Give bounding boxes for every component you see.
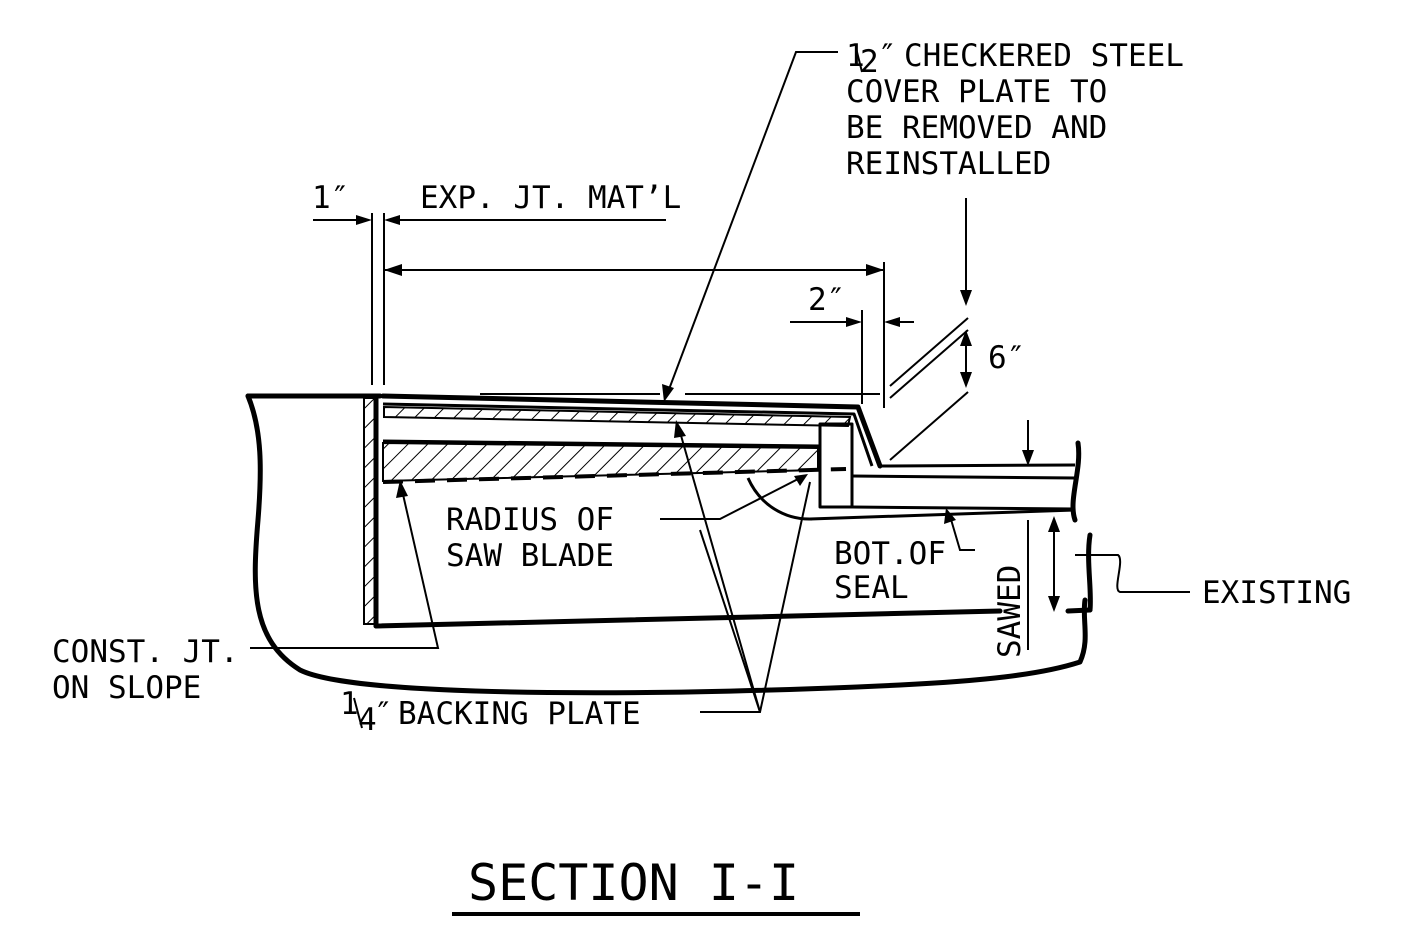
seal-block — [809, 422, 1076, 521]
svg-text:1: 1 — [340, 686, 359, 722]
cover-plate-line-1: CHECKERED STEEL — [904, 38, 1184, 74]
sawed-label: SAWED — [992, 565, 1028, 658]
cover-plate-line-3: BE REMOVED AND — [846, 110, 1107, 146]
backing-plate-leaders — [674, 420, 811, 713]
cover-plate-leader — [662, 51, 838, 402]
section-title: SECTION I-I — [452, 854, 860, 916]
existing-break — [1070, 440, 1190, 613]
bot-seal-label-2: SEAL — [834, 570, 909, 606]
six-inch-label: 6″ — [988, 340, 1025, 376]
const-jt-label-2: ON SLOPE — [52, 670, 201, 706]
dim-sawed — [1022, 420, 1060, 650]
cover-plate-line-4: REINSTALLED — [846, 146, 1051, 182]
const-joint-strip — [363, 397, 377, 625]
dim-overall — [384, 262, 885, 408]
exp-jt-label: EXP. JT. MAT’L — [420, 180, 681, 216]
svg-text:″: ″ — [878, 38, 897, 74]
svg-text:″: ″ — [374, 696, 393, 732]
const-jt-leader — [250, 480, 440, 649]
dim-1-inch — [313, 213, 666, 385]
dim-2-inch — [790, 310, 914, 404]
const-jt-label-1: CONST. JT. — [52, 634, 239, 670]
cover-plate — [380, 393, 1076, 469]
saw-blade-arc — [660, 474, 813, 521]
svg-text:2: 2 — [860, 44, 879, 80]
svg-text:BACKING PLATE: BACKING PLATE — [398, 696, 641, 732]
svg-text:SECTION I-I: SECTION I-I — [468, 854, 799, 912]
dim-6-inch — [889, 198, 972, 461]
backing-plate-label: 1 4 ″ BACKING PLATE — [340, 686, 641, 738]
existing-label: EXISTING — [1202, 575, 1351, 611]
cover-plate-line-2: COVER PLATE TO — [846, 74, 1107, 110]
radius-label-1: RADIUS OF — [446, 502, 614, 538]
two-inch-label: 2″ — [808, 282, 845, 318]
bot-seal-label-1: BOT.OF — [834, 536, 946, 572]
one-inch-label: 1″ — [312, 180, 349, 216]
svg-text:4: 4 — [358, 702, 377, 738]
backing-plate — [382, 439, 847, 484]
radius-label-2: SAW BLADE — [446, 538, 614, 574]
bot-seal-leader — [944, 508, 975, 551]
cover-plate-label: 1 2 ″ CHECKERED STEEL COVER PLATE TO BE … — [846, 38, 1184, 182]
